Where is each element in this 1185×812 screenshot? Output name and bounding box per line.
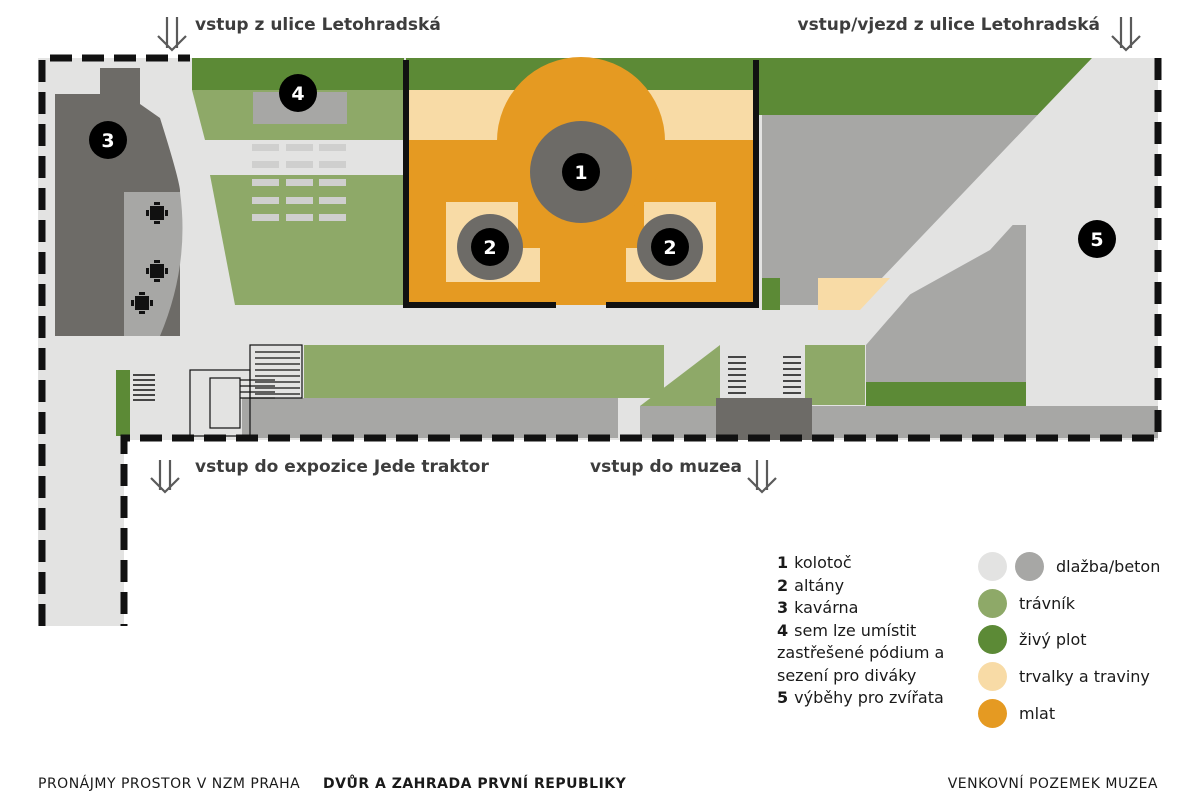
paving-strip-left: [38, 438, 124, 626]
hedge-left-strip: [116, 370, 130, 436]
svg-text:2: 2: [483, 237, 496, 259]
surface-legend-item: trvalky a traviny: [978, 658, 1160, 695]
lawn-lower-right: [805, 345, 865, 405]
courtyard-wall: [403, 60, 759, 308]
hedge-top-right: [758, 58, 1092, 115]
entrance-label-bottom-left: vstup do expozice Jede traktor: [195, 457, 489, 477]
footer-right: VENKOVNÍ POZEMEK MUZEA: [947, 776, 1158, 792]
footer-center: DVŮR A ZAHRADA PRVNÍ REPUBLIKY: [323, 776, 627, 792]
footer-left: PRONÁJMY PROSTOR V NZM PRAHA: [38, 776, 301, 792]
lawn-lower-mid: [640, 345, 720, 406]
arrow-down-icon: [747, 460, 777, 494]
cafe-table-icon: [146, 260, 168, 282]
marker-gazebo: 2: [651, 228, 689, 266]
entrance-label-top-right: vstup/vjezd z ulice Letohradská: [797, 15, 1100, 35]
surface-legend-item: trávník: [978, 585, 1160, 622]
swatch-dot: [978, 551, 1007, 581]
entrance-label-top-left: vstup z ulice Letohradská: [195, 15, 441, 35]
swatch-dot: [978, 588, 1007, 618]
paving-diagonal-path: [850, 58, 1158, 345]
lawn-lower-center: [304, 345, 664, 398]
entrance-label-bottom-center: vstup do muzea: [590, 457, 742, 477]
audience-seating: [252, 144, 346, 221]
swatch-dot: [978, 698, 1007, 728]
animal-enclosures: [1026, 142, 1158, 290]
swatch-dot: [1015, 551, 1044, 581]
marker-stage: 4: [279, 74, 317, 112]
arrow-down-icon: [157, 17, 187, 52]
building-lower: [242, 398, 618, 438]
museum-entrance: [716, 398, 812, 440]
arrow-down-icon: [1111, 17, 1141, 52]
svg-text:3: 3: [101, 130, 114, 152]
svg-text:2: 2: [663, 237, 676, 259]
surface-legend: dlažba/beton trávník živý plot trvalky a…: [978, 548, 1160, 731]
swatch-dot: [978, 625, 1007, 655]
cafe-table-icon: [131, 292, 153, 314]
svg-text:5: 5: [1090, 229, 1103, 251]
svg-text:4: 4: [291, 83, 304, 105]
hedge-small-right: [762, 278, 780, 310]
surface-legend-item: živý plot: [978, 621, 1160, 658]
arrow-down-icon: [150, 460, 180, 494]
svg-text:1: 1: [574, 162, 587, 184]
marker-enclosures: 5: [1078, 220, 1116, 258]
steps-icon: [133, 356, 801, 401]
swatch-dot: [978, 661, 1007, 691]
surface-legend-item: dlažba/beton: [978, 548, 1160, 585]
cafe-table-icon: [146, 202, 168, 224]
marker-cafe: 3: [89, 121, 127, 159]
surface-legend-item: mlat: [978, 695, 1160, 732]
marker-gazebo: 2: [471, 228, 509, 266]
property-boundary: [38, 54, 1162, 626]
marker-carousel: 1: [562, 153, 600, 191]
perennials-small: [818, 278, 890, 310]
lawn-lower-left: [210, 175, 404, 305]
hedge-lower-right: [866, 382, 1026, 406]
